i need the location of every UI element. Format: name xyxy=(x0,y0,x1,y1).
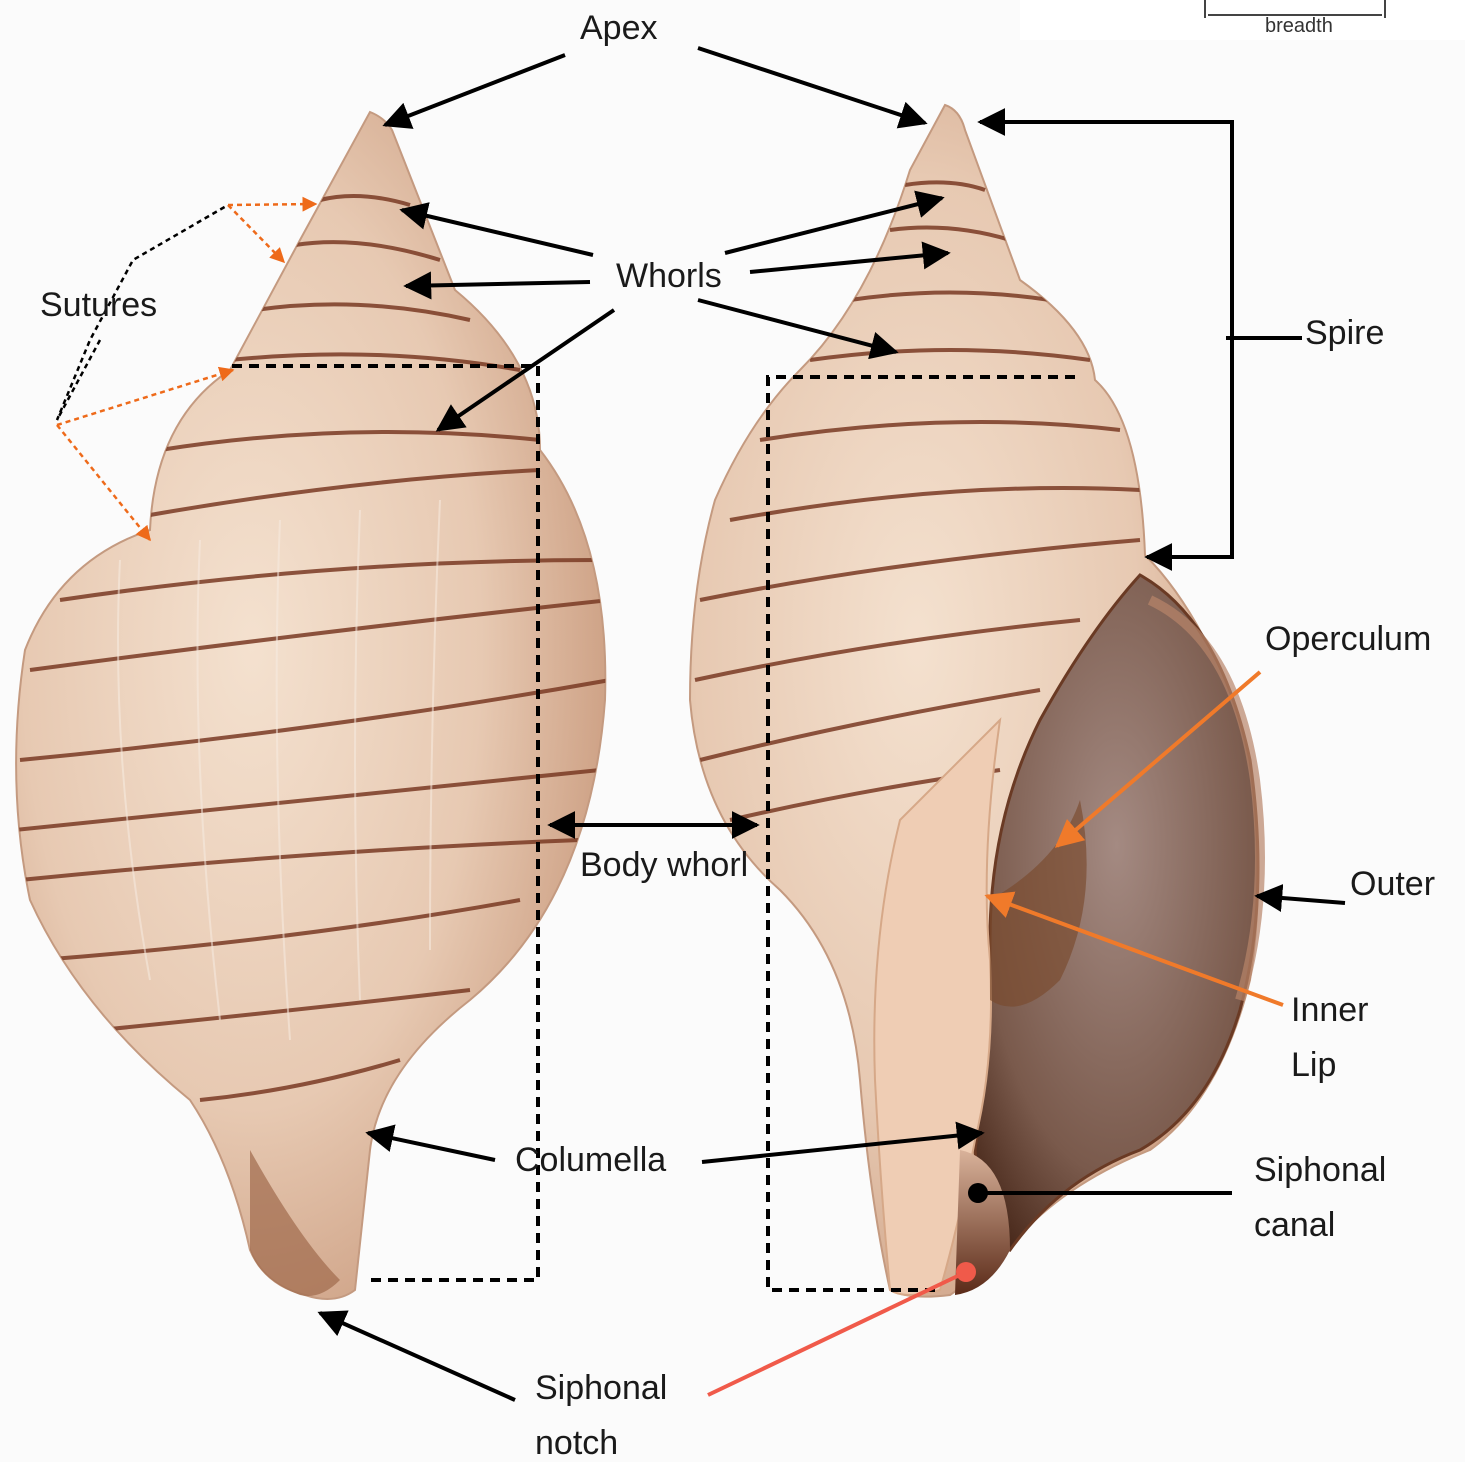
label-inner-lip-line2: Lip xyxy=(1291,1045,1336,1085)
siphonal-notch-dot xyxy=(956,1262,976,1282)
label-apex: Apex xyxy=(580,8,658,48)
label-siphonal-notch-line1: Siphonal xyxy=(535,1368,667,1408)
label-whorls: Whorls xyxy=(616,256,722,296)
label-operculum: Operculum xyxy=(1265,619,1431,659)
label-sutures: Sutures xyxy=(40,285,157,325)
label-siphonal-canal-line1: Siphonal xyxy=(1254,1150,1386,1190)
label-body-whorl: Body whorl xyxy=(580,845,748,885)
label-outer: Outer xyxy=(1350,864,1435,904)
corner-panel xyxy=(1020,0,1465,40)
label-inner-lip-line1: Inner xyxy=(1291,990,1369,1030)
siphonal-canal-dot xyxy=(968,1183,988,1203)
label-spire: Spire xyxy=(1305,313,1384,353)
label-siphonal-notch-line2: notch xyxy=(535,1423,618,1463)
label-siphonal-canal-line2: canal xyxy=(1254,1205,1335,1245)
label-breadth: breadth xyxy=(1265,14,1333,38)
label-columella: Columella xyxy=(515,1140,666,1180)
